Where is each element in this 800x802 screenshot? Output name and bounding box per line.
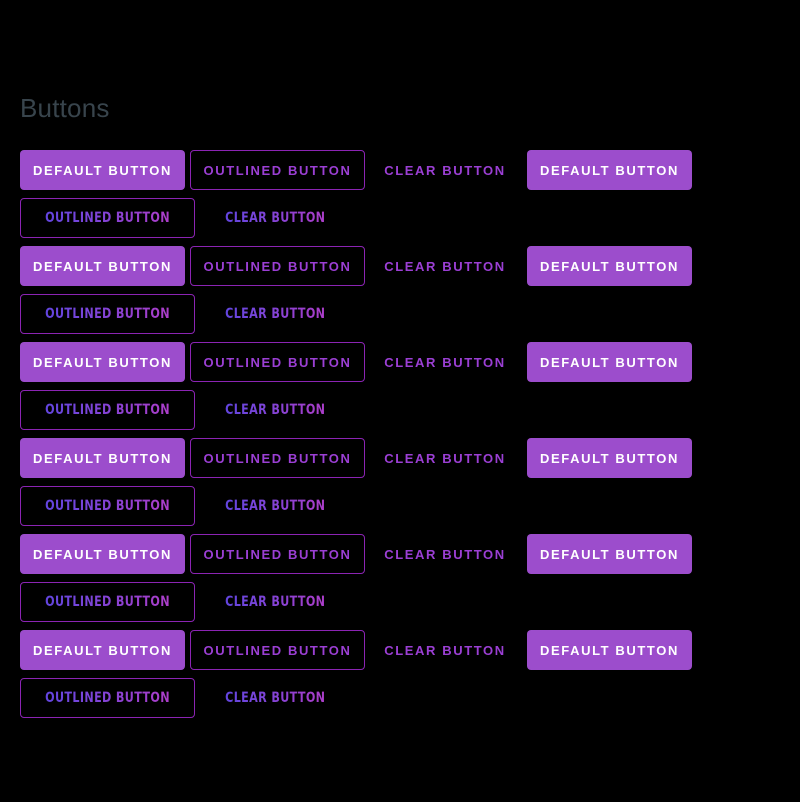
button-label: CLEAR BUTTON <box>384 258 506 274</box>
outlined-button[interactable]: OUTLINED BUTTON <box>190 630 365 670</box>
clear-button[interactable]: CLEAR BUTTON <box>213 390 337 430</box>
default-button[interactable]: DEFAULT BUTTON <box>527 630 692 670</box>
default-button[interactable]: DEFAULT BUTTON <box>527 246 692 286</box>
button-label: DEFAULT BUTTON <box>33 642 172 658</box>
button-label: DEFAULT BUTTON <box>540 162 679 178</box>
button-label: CLEAR BUTTON <box>384 162 506 178</box>
button-label: DEFAULT BUTTON <box>33 354 172 370</box>
button-label: CLEAR BUTTON <box>384 642 506 658</box>
button-row: DEFAULT BUTTON OUTLINED BUTTON CLEAR BUTTO… <box>0 438 800 486</box>
button-label: OUTLINED BUTTON <box>203 546 352 562</box>
button-label: DEFAULT BUTTON <box>540 258 679 274</box>
button-row: OUTLINED BUTTON CLEAR BUTTON <box>0 678 800 726</box>
default-button[interactable]: DEFAULT BUTTON <box>527 534 692 574</box>
outlined-button[interactable]: OUTLINED BUTTON <box>190 534 365 574</box>
default-button[interactable]: DEFAULT BUTTON <box>20 630 185 670</box>
button-row: OUTLINED BUTTON CLEAR BUTTON <box>0 582 800 630</box>
button-label: OUTLINED BUTTON <box>203 642 352 658</box>
button-row: DEFAULT BUTTON OUTLINED BUTTON CLEAR BUTTO… <box>0 534 800 582</box>
button-label: OUTLINED BUTTON <box>45 306 170 322</box>
button-label: DEFAULT BUTTON <box>540 354 679 370</box>
button-row: DEFAULT BUTTON OUTLINED BUTTON CLEAR BUTTO… <box>0 150 800 198</box>
button-label: OUTLINED BUTTON <box>45 210 170 226</box>
clear-button[interactable]: CLEAR BUTTON <box>384 150 504 190</box>
button-label: CLEAR BUTTON <box>224 690 326 706</box>
clear-button[interactable]: CLEAR BUTTON <box>384 630 504 670</box>
clear-button[interactable]: CLEAR BUTTON <box>213 198 337 238</box>
button-row: OUTLINED BUTTON CLEAR BUTTON <box>0 294 800 342</box>
button-row: DEFAULT BUTTON OUTLINED BUTTON CLEAR BUTTO… <box>0 630 800 678</box>
clear-button[interactable]: CLEAR BUTTON <box>213 486 337 526</box>
default-button[interactable]: DEFAULT BUTTON <box>20 246 185 286</box>
button-label: OUTLINED BUTTON <box>203 354 352 370</box>
button-grid: DEFAULT BUTTON OUTLINED BUTTON CLEAR BUTTO… <box>0 150 800 726</box>
button-label: DEFAULT BUTTON <box>540 642 679 658</box>
button-label: CLEAR BUTTON <box>224 594 326 610</box>
button-label: DEFAULT BUTTON <box>33 450 172 466</box>
default-button[interactable]: DEFAULT BUTTON <box>20 438 185 478</box>
default-button[interactable]: DEFAULT BUTTON <box>20 342 185 382</box>
default-button[interactable]: DEFAULT BUTTON <box>20 150 185 190</box>
button-row: OUTLINED BUTTON CLEAR BUTTON <box>0 198 800 246</box>
button-label: CLEAR BUTTON <box>384 450 506 466</box>
outlined-button[interactable]: OUTLINED BUTTON <box>20 582 195 622</box>
outlined-button[interactable]: OUTLINED BUTTON <box>190 150 365 190</box>
outlined-button[interactable]: OUTLINED BUTTON <box>20 294 195 334</box>
button-row: DEFAULT BUTTON OUTLINED BUTTON CLEAR BUTTO… <box>0 246 800 294</box>
button-row: OUTLINED BUTTON CLEAR BUTTON <box>0 486 800 534</box>
outlined-button[interactable]: OUTLINED BUTTON <box>190 342 365 382</box>
button-label: OUTLINED BUTTON <box>203 258 352 274</box>
clear-button[interactable]: CLEAR BUTTON <box>213 582 337 622</box>
button-label: OUTLINED BUTTON <box>45 594 170 610</box>
default-button[interactable]: DEFAULT BUTTON <box>527 150 692 190</box>
button-label: CLEAR BUTTON <box>384 546 506 562</box>
button-label: CLEAR BUTTON <box>224 306 326 322</box>
outlined-button[interactable]: OUTLINED BUTTON <box>190 438 365 478</box>
button-row: OUTLINED BUTTON CLEAR BUTTON <box>0 390 800 438</box>
button-label: OUTLINED BUTTON <box>203 450 352 466</box>
button-label: CLEAR BUTTON <box>384 354 506 370</box>
clear-button[interactable]: CLEAR BUTTON <box>384 438 504 478</box>
default-button[interactable]: DEFAULT BUTTON <box>527 342 692 382</box>
outlined-button[interactable]: OUTLINED BUTTON <box>190 246 365 286</box>
button-label: DEFAULT BUTTON <box>540 450 679 466</box>
button-label: CLEAR BUTTON <box>224 498 326 514</box>
default-button[interactable]: DEFAULT BUTTON <box>527 438 692 478</box>
default-button[interactable]: DEFAULT BUTTON <box>20 534 185 574</box>
clear-button[interactable]: CLEAR BUTTON <box>213 294 337 334</box>
button-label: OUTLINED BUTTON <box>45 402 170 418</box>
button-label: CLEAR BUTTON <box>224 210 326 226</box>
button-label: DEFAULT BUTTON <box>540 546 679 562</box>
button-label: DEFAULT BUTTON <box>33 258 172 274</box>
button-label: DEFAULT BUTTON <box>33 546 172 562</box>
outlined-button[interactable]: OUTLINED BUTTON <box>20 198 195 238</box>
button-label: DEFAULT BUTTON <box>33 162 172 178</box>
button-label: OUTLINED BUTTON <box>45 498 170 514</box>
button-row: DEFAULT BUTTON OUTLINED BUTTON CLEAR BUTTO… <box>0 342 800 390</box>
outlined-button[interactable]: OUTLINED BUTTON <box>20 390 195 430</box>
button-label: OUTLINED BUTTON <box>45 690 170 706</box>
clear-button[interactable]: CLEAR BUTTON <box>384 534 504 574</box>
clear-button[interactable]: CLEAR BUTTON <box>384 342 504 382</box>
page-title: Buttons <box>20 93 110 124</box>
clear-button[interactable]: CLEAR BUTTON <box>384 246 504 286</box>
clear-button[interactable]: CLEAR BUTTON <box>213 678 337 718</box>
outlined-button[interactable]: OUTLINED BUTTON <box>20 486 195 526</box>
button-label: OUTLINED BUTTON <box>203 162 352 178</box>
button-label: CLEAR BUTTON <box>224 402 326 418</box>
outlined-button[interactable]: OUTLINED BUTTON <box>20 678 195 718</box>
